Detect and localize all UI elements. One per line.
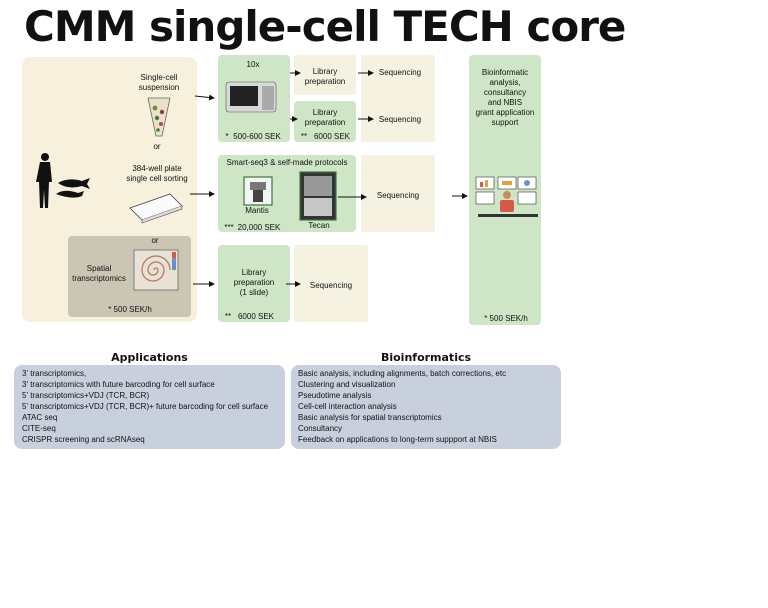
library-prep-box-1 bbox=[294, 55, 356, 95]
tecan-label: Tecan bbox=[308, 221, 330, 230]
bioinformatics-item: Basic analysis, including alignments, ba… bbox=[298, 369, 507, 378]
tecan-image-icon bbox=[299, 171, 337, 221]
plate-sorting-label: 384-well plate single cell sorting bbox=[126, 164, 188, 183]
sequencing-box-1 bbox=[361, 55, 435, 142]
sequencing-box-3 bbox=[361, 155, 435, 232]
page-title: CMM single-cell TECH core bbox=[24, 2, 626, 51]
tenx-label: 10x bbox=[246, 60, 260, 69]
bioinformatic-price: * 500 SEK/h bbox=[484, 314, 528, 323]
applications-item: 3' transcriptomics with future barcoding… bbox=[22, 380, 215, 389]
applications-panel bbox=[14, 365, 285, 449]
library-prep-box-2 bbox=[294, 101, 356, 142]
bioinformatics-list: Basic analysis, including alignments, ba… bbox=[298, 368, 560, 445]
library-prep-label-3: Library preparation (1 slide) bbox=[233, 268, 275, 297]
sequencing-label-3: Sequencing bbox=[376, 191, 420, 200]
well-plate-icon bbox=[129, 193, 183, 224]
library-prep-3-price-marker: ** bbox=[224, 312, 232, 321]
or-label-1: or bbox=[153, 142, 161, 151]
bioinformatics-item: Clustering and visualization bbox=[298, 380, 396, 389]
applications-item: CITE-seq bbox=[22, 424, 56, 433]
library-prep-2-price: 6000 SEK bbox=[313, 132, 351, 141]
applications-heading: Applications bbox=[111, 351, 188, 364]
applications-item: ATAC seq bbox=[22, 413, 58, 422]
sequencing-label-2: Sequencing bbox=[378, 115, 422, 124]
library-prep-box-3 bbox=[218, 245, 290, 322]
bioinformatic-support-box bbox=[469, 55, 541, 325]
tube-icon bbox=[147, 97, 171, 137]
single-cell-suspension-label: Single-cell suspension bbox=[138, 73, 180, 92]
sequencing-label-1: Sequencing bbox=[378, 68, 422, 77]
library-prep-2-price-marker: ** bbox=[300, 132, 308, 141]
library-prep-3-price: 6000 SEK bbox=[237, 312, 275, 321]
bioinformatic-support-label: Bioinformatic analysis, consultancy and … bbox=[475, 68, 535, 127]
tenx-price: 500-600 SEK bbox=[233, 132, 281, 141]
smart-seq-label: Smart-seq3 & self-made protocols bbox=[226, 158, 348, 167]
applications-list: 3' transcriptomics, 3' transcriptomics w… bbox=[22, 368, 284, 445]
mantis-label: Mantis bbox=[245, 206, 269, 215]
library-prep-label-1: Library preparation bbox=[304, 67, 346, 86]
bioinformatician-icon bbox=[475, 176, 538, 217]
bioinformatics-item: Feedback on applications to long-term su… bbox=[298, 435, 497, 444]
spatial-label: Spatial transcriptomics bbox=[72, 264, 126, 283]
applications-item: CRISPR screening and scRNAseq bbox=[22, 435, 145, 444]
or-label-2: or bbox=[151, 236, 159, 245]
spatial-price: * 500 SEK/h bbox=[108, 305, 152, 314]
sequencing-label-4: Sequencing bbox=[309, 281, 353, 290]
chromium-instrument-icon bbox=[225, 81, 277, 113]
smart-seq-price: 20,000 SEK bbox=[237, 223, 281, 232]
applications-item: 5' transcriptomics+VDJ (TCR, BCR)+ futur… bbox=[22, 402, 269, 411]
bioinformatics-item: Consultancy bbox=[298, 424, 343, 433]
tenx-price-marker: * bbox=[225, 132, 229, 141]
bioinformatics-item: Pseudotime analysis bbox=[298, 391, 372, 400]
bioinformatics-panel bbox=[291, 365, 561, 449]
applications-item: 3' transcriptomics, bbox=[22, 369, 87, 378]
smart-seq-price-marker: *** bbox=[224, 223, 234, 232]
mantis-image-icon bbox=[243, 176, 273, 206]
bioinformatics-heading: Bioinformatics bbox=[380, 351, 472, 364]
bioinformatics-item: Cell-cell interaction analysis bbox=[298, 402, 397, 411]
applications-item: 5' transcriptomics+VDJ (TCR, BCR) bbox=[22, 391, 150, 400]
library-prep-label-2: Library preparation bbox=[304, 108, 346, 127]
spatial-slide-icon bbox=[133, 249, 179, 291]
bioinformatics-item: Basic analysis for spatial transcriptomi… bbox=[298, 413, 442, 422]
sequencing-box-4 bbox=[294, 245, 368, 322]
human-mouse-fish-icon bbox=[36, 153, 90, 208]
